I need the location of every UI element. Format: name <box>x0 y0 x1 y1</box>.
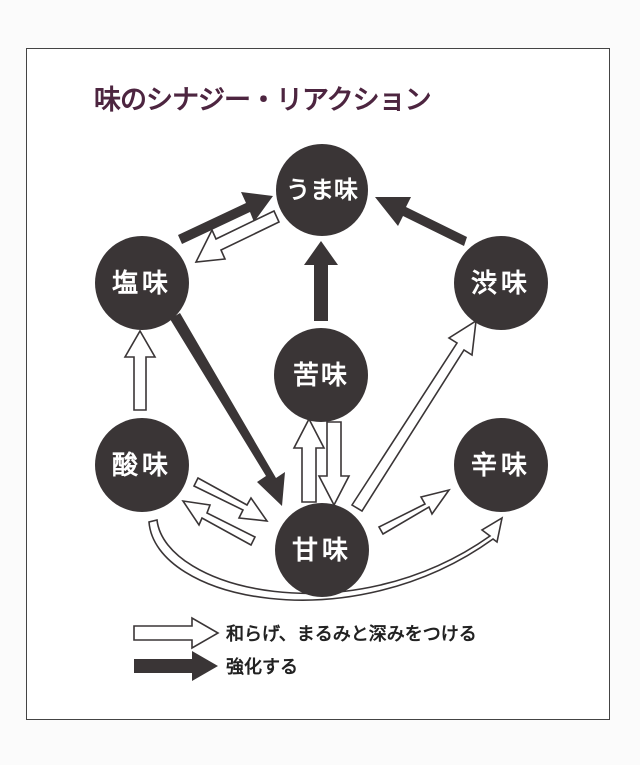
arrow-bitter-to-sweet <box>317 421 351 507</box>
node-astringent: 渋味 <box>454 236 548 330</box>
legend-enhance-arrow-icon <box>134 651 218 681</box>
enhance-arrows <box>170 192 467 506</box>
node-sour-label: 酸味 <box>112 451 172 481</box>
arrow-sour-to-spicy-curve <box>148 516 504 601</box>
arrow-sweet-to-bitter <box>292 417 326 503</box>
diagram-title: 味のシナジー・リアクション <box>94 85 432 116</box>
node-spicy-label: 辛味 <box>471 450 531 481</box>
arrow-salty-to-sweet <box>170 313 285 506</box>
node-salty: 塩味 <box>95 236 189 330</box>
legend: 和らげ、まるみと深みをつける 強化する <box>133 616 477 681</box>
legend-enhance-label: 強化する <box>226 656 298 678</box>
arrow-sweet-to-astringent <box>350 319 477 513</box>
arrow-umami-to-salty <box>194 209 281 263</box>
node-sour: 酸味 <box>95 418 189 512</box>
taste-nodes: うま味 塩味 渋味 苦味 酸味 辛味 甘味 <box>95 144 548 597</box>
arrow-sweet-to-sour <box>181 499 257 547</box>
node-bitter: 苦味 <box>274 328 368 422</box>
node-sweet: 甘味 <box>275 503 369 597</box>
node-umami: うま味 <box>276 144 368 236</box>
legend-soften-arrow-icon <box>133 616 220 650</box>
arrow-astringent-to-umami <box>375 197 467 246</box>
arrow-sour-to-salty <box>123 329 157 411</box>
node-bitter-label: 苦味 <box>293 361 349 391</box>
soften-arrows <box>123 209 504 601</box>
legend-soften-label: 和らげ、まるみと深みをつける <box>226 623 477 645</box>
node-salty-label: 塩味 <box>112 269 172 299</box>
arrow-salty-to-umami <box>178 192 273 244</box>
node-spicy: 辛味 <box>454 418 548 512</box>
arrow-bitter-to-umami <box>304 241 338 321</box>
arrow-sour-to-sweet <box>192 476 269 522</box>
node-sweet-label: 甘味 <box>292 536 352 566</box>
node-astringent-label: 渋味 <box>471 269 531 299</box>
node-umami-label: うま味 <box>286 176 358 204</box>
arrow-sweet-to-spicy <box>377 488 451 536</box>
